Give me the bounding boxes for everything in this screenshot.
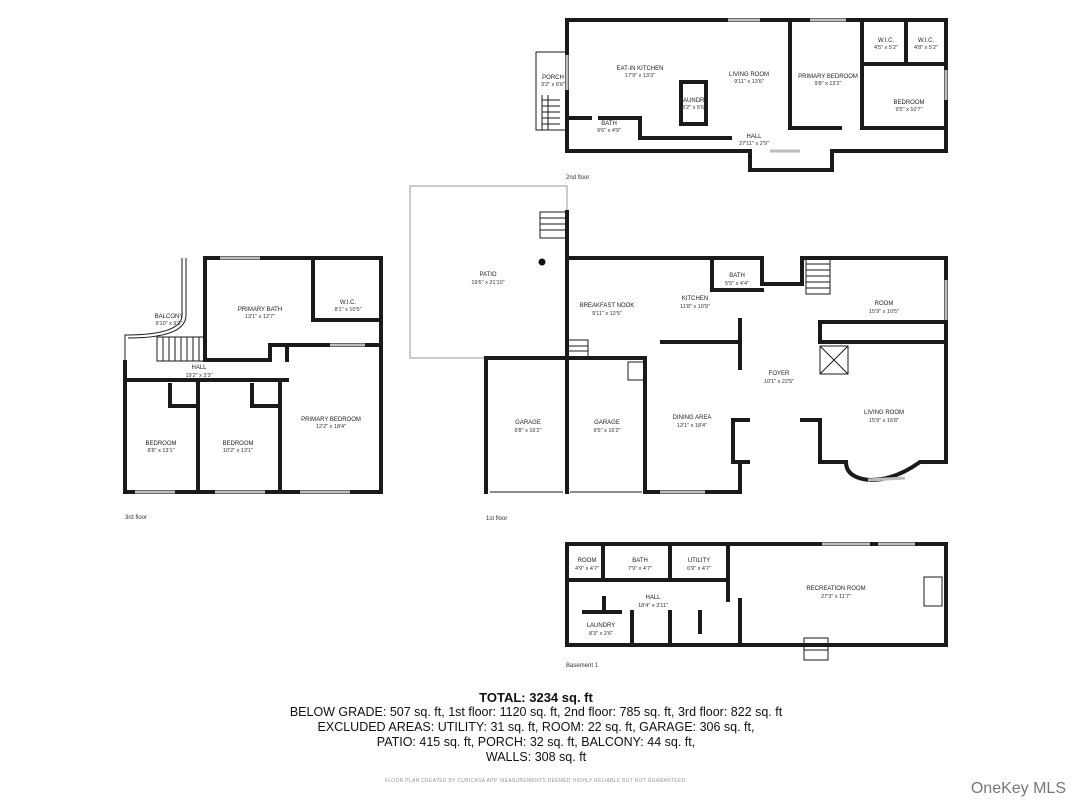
room-dims: 9'11" x 12'5" bbox=[592, 311, 622, 317]
room-dims: 10'1" x 22'5" bbox=[764, 379, 794, 385]
floor-label-basement: Basement 1 bbox=[566, 663, 599, 669]
room-dims: 9'10" x 9'3" bbox=[155, 321, 182, 327]
room-dims: 17'9" x 13'3" bbox=[625, 73, 655, 79]
room-name: RECREATION ROOM bbox=[806, 586, 865, 592]
room-name: BATH bbox=[601, 121, 617, 127]
room-dims: 8'3" x 2'6" bbox=[589, 631, 613, 637]
room-name: HALL bbox=[645, 595, 661, 601]
garage-stairs bbox=[567, 339, 589, 358]
total-area: TOTAL: 3234 sq. ft bbox=[479, 690, 593, 705]
room-dims: 3'2" x 5'6" bbox=[682, 105, 706, 111]
basement-plan bbox=[565, 542, 948, 661]
room-dims: 7'9" x 4'7" bbox=[628, 566, 652, 572]
room-name: LAUNDRY bbox=[587, 623, 616, 629]
first-floor-plan bbox=[409, 185, 948, 494]
patio-post bbox=[538, 258, 546, 266]
walls-area-line: WALLS: 308 sq. ft bbox=[485, 750, 587, 764]
room-name: PATIO bbox=[479, 272, 496, 278]
room-dims: 12'2" x 18'4" bbox=[316, 424, 346, 430]
room-name: BREAKFAST NOOK bbox=[580, 303, 635, 309]
room-dims: 19'2" x 3'3" bbox=[185, 373, 212, 379]
second-floor-plan bbox=[535, 18, 948, 172]
room-dims: 27'3" x 11'7" bbox=[821, 594, 851, 600]
area-breakdown-line: BELOW GRADE: 507 sq. ft, 1st floor: 1120… bbox=[289, 705, 783, 719]
porch-stairs bbox=[541, 95, 560, 130]
room-name: FOYER bbox=[769, 371, 790, 377]
third-floor-stairs bbox=[156, 336, 206, 362]
room-name: UTILITY bbox=[688, 558, 710, 564]
room-name: ROOM bbox=[875, 301, 894, 307]
room-dims: 5'5" x 4'4" bbox=[725, 281, 749, 287]
room-dims: 15'9" x 10'5" bbox=[869, 309, 899, 315]
room-name: W.I.C. bbox=[918, 38, 935, 44]
basement-stairs bbox=[803, 637, 829, 661]
room-name: BEDROOM bbox=[222, 441, 253, 447]
room-name: BEDROOM bbox=[145, 441, 176, 447]
fireplace bbox=[819, 345, 849, 375]
room-dims: 27'11" x 2'9" bbox=[739, 141, 769, 147]
room-dims: 9'11" x 13'6" bbox=[734, 79, 764, 85]
room-name: W.I.C. bbox=[878, 38, 895, 44]
room-dims: 8'8" x 13'1" bbox=[147, 448, 174, 454]
room-name: ROOM bbox=[578, 558, 597, 564]
room-name: EAT-IN KITCHEN bbox=[617, 66, 664, 72]
area-summary: TOTAL: 3234 sq. ft BELOW GRADE: 507 sq. … bbox=[0, 690, 1072, 765]
room-name: PORCH bbox=[542, 75, 564, 81]
room-dims: 4'8" x 5'2" bbox=[914, 45, 938, 51]
room-dims: 4'5" x 5'2" bbox=[874, 45, 898, 51]
basement-fireplace bbox=[923, 576, 943, 607]
room-dims: 9'5" x 16'2" bbox=[593, 428, 620, 434]
room-name: GARAGE bbox=[515, 420, 541, 426]
disclaimer: FLOOR PLAN CREATED BY CUBICASA APP. MEAS… bbox=[384, 778, 688, 784]
room-dims: 18'4" x 3'11" bbox=[638, 603, 668, 609]
floor-label-1st: 1st floor bbox=[486, 516, 507, 522]
room-dims: 19'6" x 21'10" bbox=[471, 280, 504, 286]
room-name: BALCONY bbox=[155, 314, 184, 320]
room-dims: 11'8" x 10'9" bbox=[680, 304, 710, 310]
room-dims: 15'9" x 16'8" bbox=[869, 418, 899, 424]
room-name: DINING AREA bbox=[673, 415, 712, 421]
room-name: HALL bbox=[746, 134, 762, 140]
room-dims: 9'8" x 16'2" bbox=[514, 428, 541, 434]
room-name: KITCHEN bbox=[682, 296, 708, 302]
room-name: BATH bbox=[729, 273, 745, 279]
garage-closet bbox=[627, 361, 646, 381]
excluded-areas-line: EXCLUDED AREAS: UTILITY: 31 sq. ft, ROOM… bbox=[317, 720, 755, 734]
room-dims: 8'1" x 10'5" bbox=[334, 307, 361, 313]
floor-label-2nd: 2nd floor bbox=[566, 175, 589, 181]
room-name: LAUNDRY bbox=[680, 98, 709, 104]
room-name: BATH bbox=[632, 558, 648, 564]
patio-stairs bbox=[539, 211, 568, 239]
floor-label-3rd: 3rd floor bbox=[125, 515, 147, 521]
room-name: W.I.C. bbox=[340, 300, 357, 306]
excluded-areas-line: PATIO: 415 sq. ft, PORCH: 32 sq. ft, BAL… bbox=[376, 735, 696, 749]
room-dims: 6'9" x 4'7" bbox=[687, 566, 711, 572]
room-dims: 10'2" x 13'1" bbox=[223, 448, 253, 454]
room-dims: 3'2" x 6'6" bbox=[541, 82, 565, 88]
room-name: PRIMARY BEDROOM bbox=[798, 74, 858, 80]
room-name: BEDROOM bbox=[893, 100, 924, 106]
room-name: GARAGE bbox=[594, 420, 620, 426]
room-name: HALL bbox=[191, 365, 207, 371]
brand-watermark: OneKey MLS bbox=[970, 780, 1066, 797]
room-name: LIVING ROOM bbox=[864, 410, 904, 416]
room-dims: 12'1" x 18'4" bbox=[677, 423, 707, 429]
room-dims: 9'5" x 10'7" bbox=[895, 107, 922, 113]
first-floor-stairs bbox=[806, 263, 830, 289]
room-name: LIVING ROOM bbox=[729, 72, 769, 78]
room-dims: 4'9" x 4'7" bbox=[575, 566, 599, 572]
room-dims: 9'6" x 4'9" bbox=[597, 128, 621, 134]
room-name: PRIMARY BATH bbox=[238, 307, 282, 313]
porch-outline bbox=[535, 51, 568, 131]
room-dims: 13'1" x 12'7" bbox=[245, 314, 275, 320]
room-dims: 9'8" x 13'2" bbox=[814, 81, 841, 87]
third-floor-plan bbox=[123, 256, 383, 494]
room-name: PRIMARY BEDROOM bbox=[301, 417, 361, 423]
